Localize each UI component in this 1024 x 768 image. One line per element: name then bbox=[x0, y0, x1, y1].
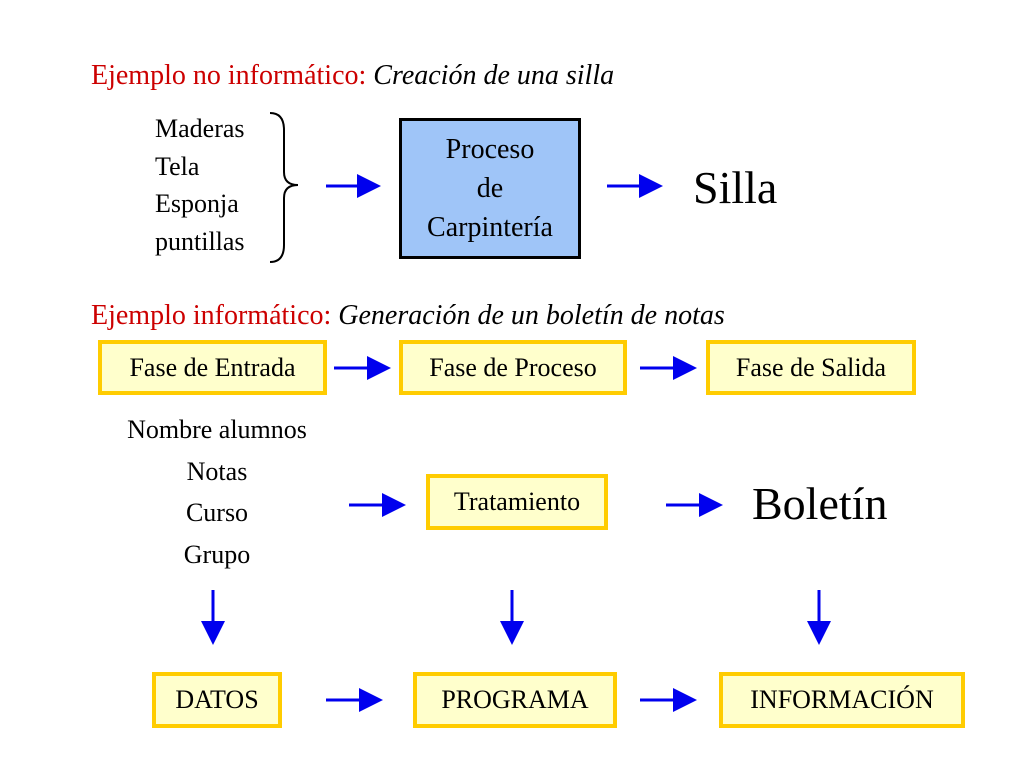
data-box: DATOS bbox=[152, 672, 282, 728]
program-box: PROGRAMA bbox=[413, 672, 617, 728]
material-item: Esponja bbox=[155, 189, 239, 218]
carpentry-process-box: Proceso de Carpintería bbox=[399, 118, 581, 259]
input-item: Curso bbox=[185, 498, 249, 527]
input-item: Grupo bbox=[183, 539, 251, 569]
process-line: de bbox=[476, 173, 504, 204]
chair-result: Silla bbox=[693, 162, 778, 213]
bulletin-result: Boletín bbox=[752, 478, 888, 529]
information-box: INFORMACIÓN bbox=[719, 672, 965, 728]
process-line: Proceso bbox=[445, 134, 535, 165]
treatment-box: Tratamiento bbox=[426, 474, 608, 530]
material-item: puntillas bbox=[155, 226, 245, 256]
example2-heading: Ejemplo informático: Generación de un bo… bbox=[91, 300, 725, 332]
process-line: Carpintería bbox=[427, 212, 553, 243]
material-item: Tela bbox=[155, 151, 200, 181]
input-item: Notas bbox=[186, 456, 248, 486]
example2-heading-prefix: Ejemplo informático: bbox=[91, 300, 332, 331]
process-phase-box: Fase de Proceso bbox=[399, 340, 627, 395]
input-phase-box: Fase de Entrada bbox=[98, 340, 327, 395]
materials-list: Maderas Tela Esponja puntillas bbox=[155, 110, 245, 260]
brace-icon bbox=[269, 112, 299, 263]
output-phase-box: Fase de Salida bbox=[706, 340, 916, 395]
material-item: Maderas bbox=[155, 114, 245, 143]
inputs-list: Nombre alumnos Notas Curso Grupo bbox=[87, 409, 347, 575]
input-item: Nombre alumnos bbox=[127, 415, 307, 444]
example1-heading-suffix: Creación de una silla bbox=[373, 60, 615, 91]
example2-heading-suffix: Generación de un boletín de notas bbox=[338, 300, 725, 331]
example1-heading: Ejemplo no informático: Creación de una … bbox=[91, 60, 614, 92]
example1-heading-prefix: Ejemplo no informático: bbox=[91, 60, 367, 91]
